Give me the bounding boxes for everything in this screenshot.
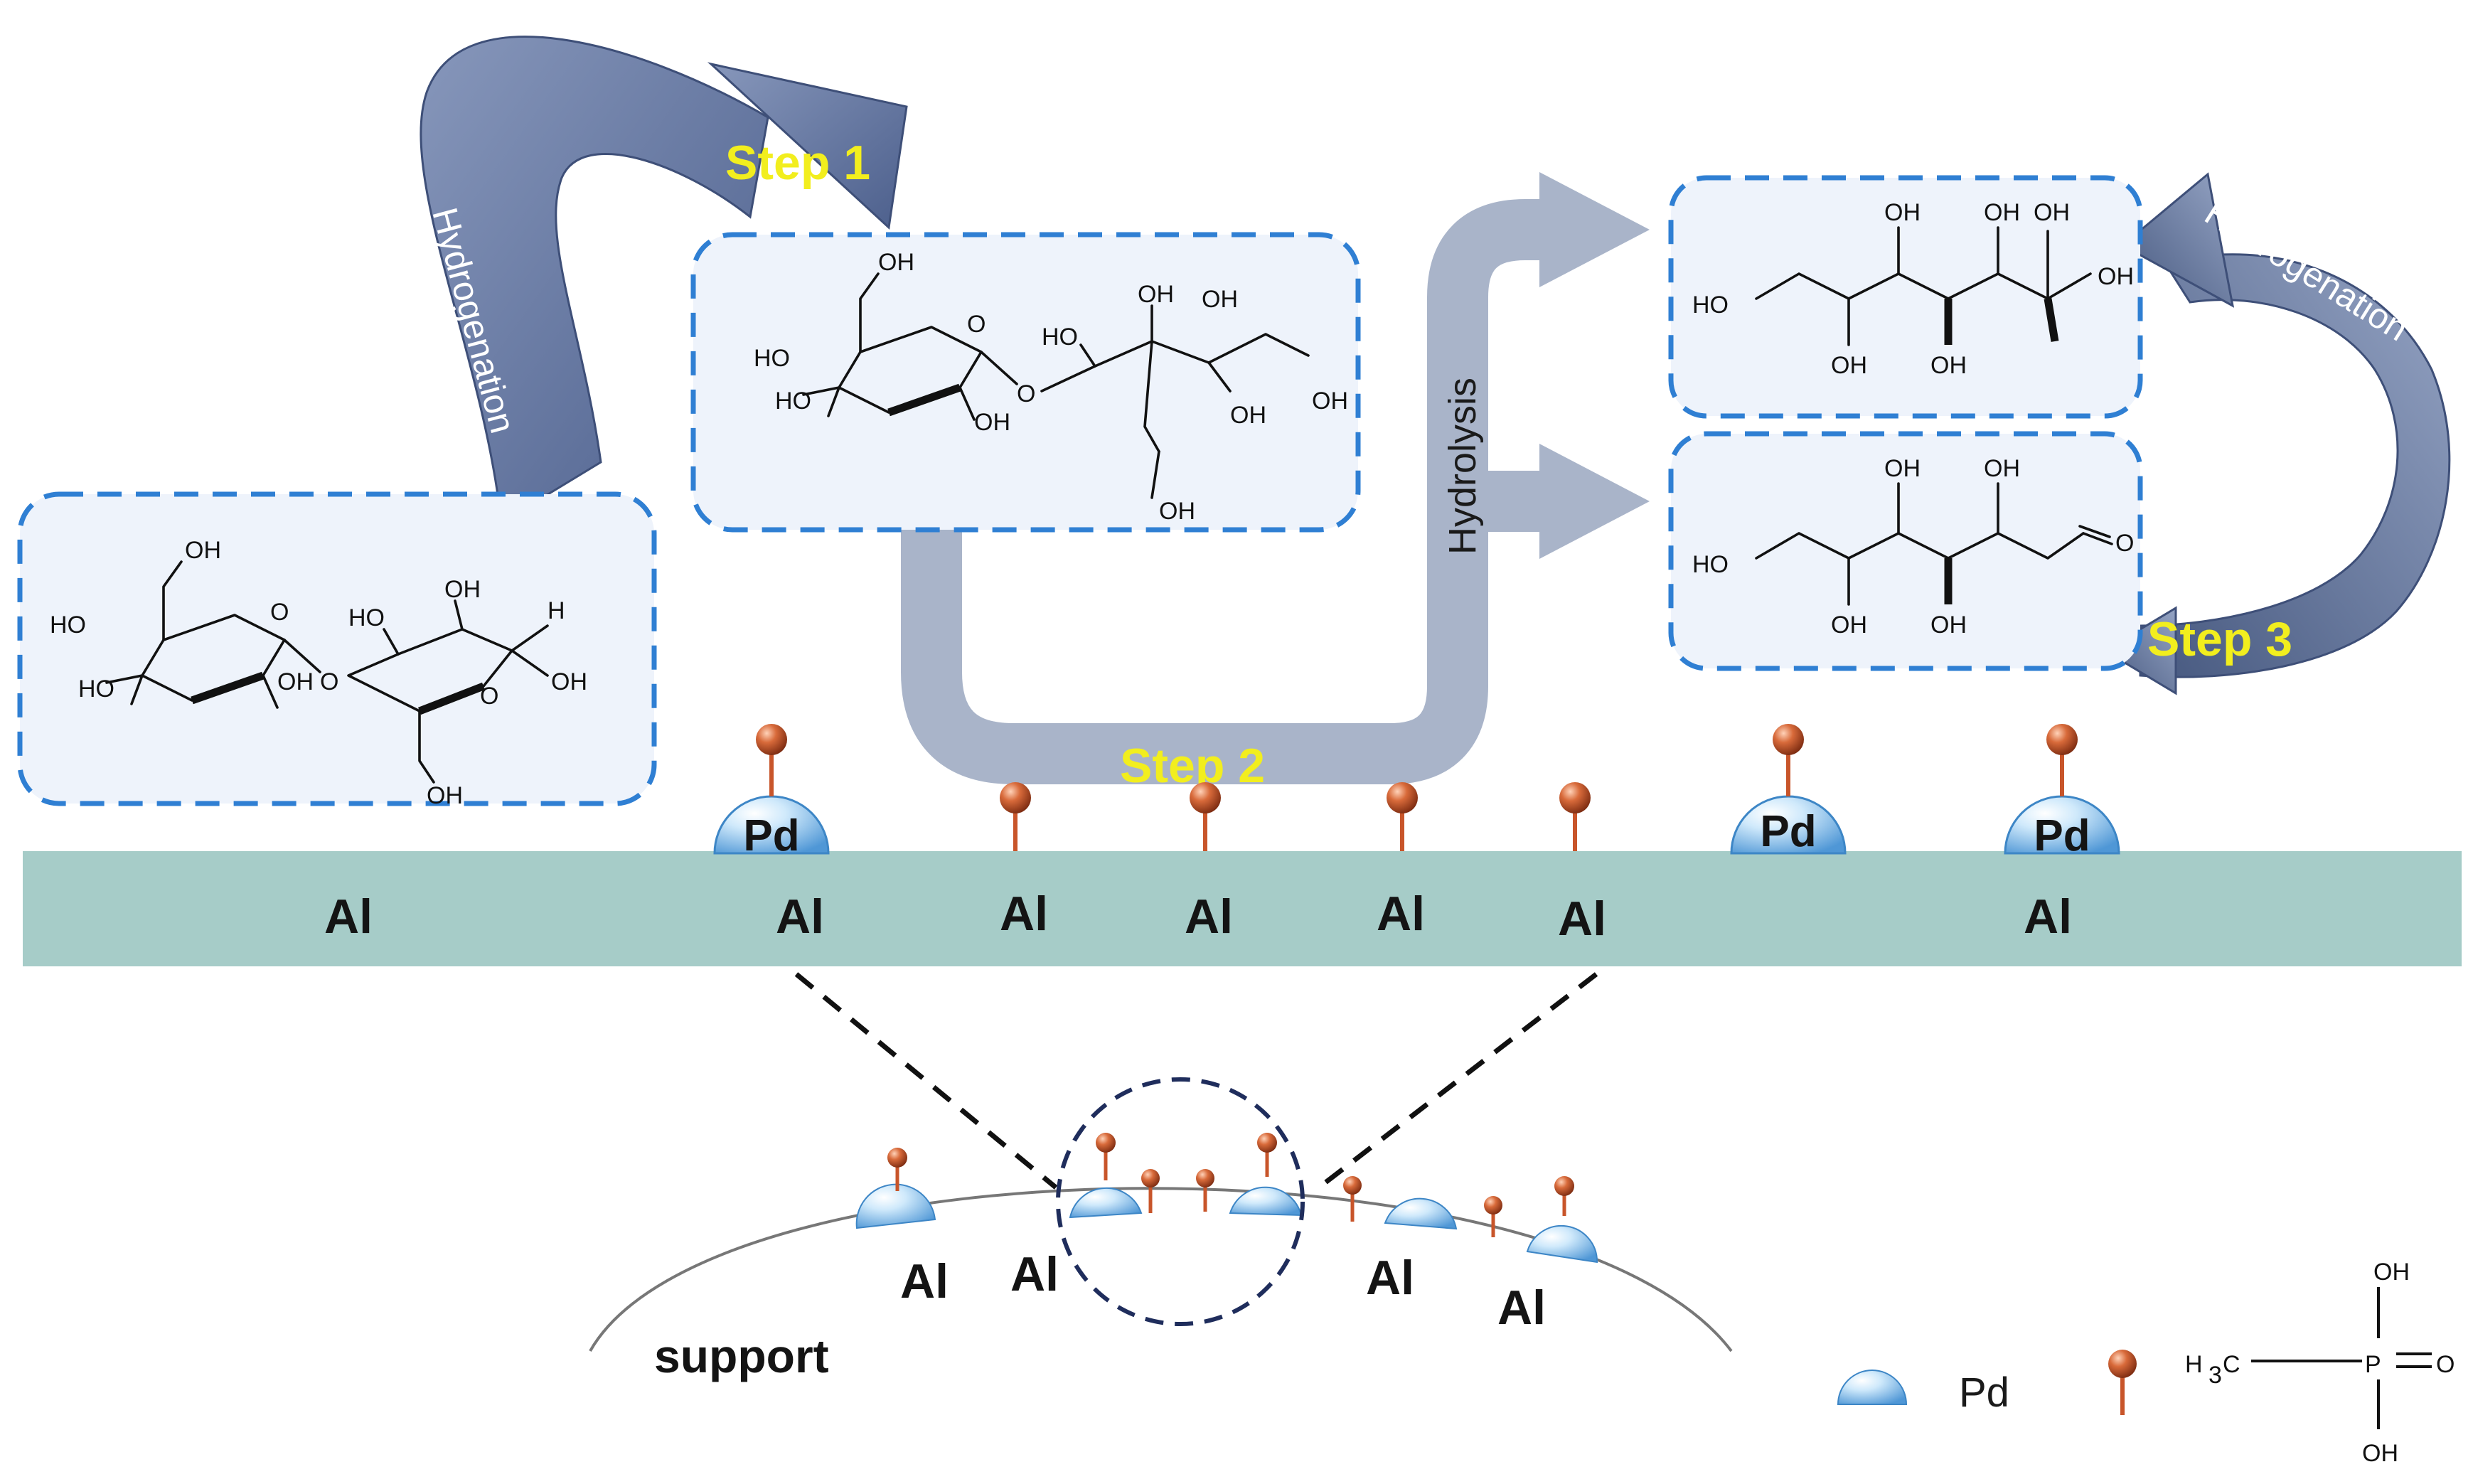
- support-al-label: Al: [1497, 1281, 1546, 1335]
- al-label: Al: [776, 890, 824, 944]
- support-pd-particle: [1069, 1133, 1143, 1219]
- aluminum-surface: [23, 851, 2462, 966]
- molecule-cellobitol: OH HO HO O OH O HO OH OH OH OH OH: [754, 249, 1348, 525]
- ho-label: HO: [1692, 551, 1729, 578]
- oh-label: OH: [1984, 199, 2020, 226]
- legend-ligand-icon: [2108, 1350, 2137, 1415]
- ho-label: HO: [775, 388, 811, 415]
- ho-label: HO: [348, 604, 385, 631]
- ho-label: HO: [50, 612, 86, 639]
- support-curve: [589, 1187, 1733, 1352]
- pd-label: Pd: [1760, 807, 1816, 856]
- legend-pd-icon: [1837, 1370, 1908, 1405]
- support-ligand: [1343, 1176, 1362, 1222]
- pd-particle: Pd: [713, 724, 830, 860]
- hydrolysis-arrow: [901, 172, 1650, 784]
- al-label: Al: [1185, 890, 1233, 944]
- al-label: Al: [1558, 892, 1606, 946]
- legend-methylphosphonic-acid: OH H 3 C P O OH: [2185, 1259, 2455, 1467]
- h-label: H: [2185, 1351, 2203, 1378]
- step-3-label: Step 3: [2147, 612, 2292, 666]
- pd-particle: Pd: [2004, 724, 2120, 860]
- hydrolysis-label: Hydrolysis: [1441, 378, 1484, 555]
- legend: Pd OH H 3 C P O OH: [1837, 1259, 2455, 1467]
- support-pd-particle: [1229, 1133, 1303, 1217]
- support-label: support: [654, 1330, 829, 1382]
- ligand: [1190, 782, 1221, 851]
- step-2-label: Step 2: [1120, 739, 1265, 793]
- oh-label: OH: [974, 409, 1010, 436]
- ring-oxygen-label: O: [480, 683, 498, 710]
- support-ligand: [1484, 1196, 1502, 1237]
- legend-pd-label: Pd: [1959, 1370, 2009, 1416]
- pd-particle: Pd: [1730, 724, 1847, 856]
- c-label: C: [2223, 1351, 2240, 1378]
- ring-oxygen-label: O: [967, 311, 986, 338]
- oh-label: OH: [1312, 388, 1348, 415]
- support-al-label: Al: [900, 1254, 949, 1308]
- support-ligand: [1141, 1169, 1160, 1213]
- oh-label: OH: [1159, 498, 1195, 525]
- zoom-line-left: [794, 972, 1058, 1190]
- support-al-label: Al: [1366, 1251, 1414, 1305]
- ligand: [1387, 782, 1418, 851]
- oh-label: OH: [277, 668, 314, 695]
- ligand: [1000, 782, 1031, 851]
- oh-label: OH: [878, 249, 914, 276]
- p-label: P: [2365, 1351, 2381, 1378]
- subscript-3: 3: [2208, 1362, 2222, 1389]
- al-label: Al: [1377, 887, 1425, 941]
- pd-label: Pd: [743, 811, 799, 860]
- oh-label: OH: [1984, 455, 2020, 482]
- ho-label: HO: [1692, 292, 1729, 319]
- support-pd-particle: [1384, 1197, 1458, 1230]
- support-pd-particle: [1526, 1176, 1598, 1264]
- ho-label: HO: [754, 345, 790, 372]
- oh-label: OH: [1202, 286, 1238, 313]
- oh-label: OH: [1884, 455, 1921, 482]
- support-pd-particle: [855, 1148, 936, 1229]
- oh-label: OH: [1831, 352, 1867, 379]
- support-ligand: [1196, 1169, 1214, 1212]
- oh-label: OH: [1230, 402, 1266, 429]
- zoom-circle: [1056, 1077, 1305, 1326]
- oh-label: OH: [2373, 1259, 2410, 1286]
- box-glucose: [1668, 431, 2143, 671]
- box-cellobiose-start: [17, 491, 657, 806]
- zoom-line-right: [1317, 972, 1598, 1190]
- pd-label: Pd: [2034, 811, 2090, 860]
- oh-label: OH: [444, 576, 481, 603]
- oh-label: OH: [427, 782, 463, 809]
- ring-oxygen-label: O: [270, 599, 289, 626]
- ho-label: HO: [1042, 324, 1078, 351]
- al-label: Al: [2024, 890, 2072, 944]
- oh-label: OH: [551, 668, 587, 695]
- molecule-cellobiose: OH HO HO O OH O HO OH H OH O OH: [50, 537, 587, 809]
- molecule-glucose: HO OH OH OH OH O: [1692, 455, 2134, 639]
- oh-label: OH: [2362, 1440, 2398, 1467]
- step-1-label: Step 1: [725, 136, 870, 190]
- bridge-oxygen-label: O: [1017, 380, 1035, 407]
- oh-label: OH: [1930, 612, 1967, 639]
- oh-label: OH: [2098, 263, 2134, 290]
- h-label: H: [548, 597, 565, 624]
- box-sorbitol: [1668, 175, 2143, 419]
- bridge-oxygen-label: O: [320, 668, 338, 695]
- al-label: Al: [324, 890, 373, 944]
- oh-label: OH: [1831, 612, 1867, 639]
- ligand: [1559, 782, 1591, 851]
- oh-label: OH: [1138, 281, 1174, 308]
- support-al-label: Al: [1010, 1247, 1059, 1301]
- molecule-sorbitol: HO OH OH OH OH OH OH: [1692, 199, 2134, 379]
- oh-label: OH: [1884, 199, 1921, 226]
- ho-label: HO: [78, 676, 114, 703]
- oh-label: OH: [2034, 199, 2070, 226]
- aldehyde-oxygen-label: O: [2115, 530, 2134, 557]
- oh-label: OH: [185, 537, 221, 564]
- o-label: O: [2436, 1351, 2455, 1378]
- al-label: Al: [1000, 887, 1048, 941]
- oh-label: OH: [1930, 352, 1967, 379]
